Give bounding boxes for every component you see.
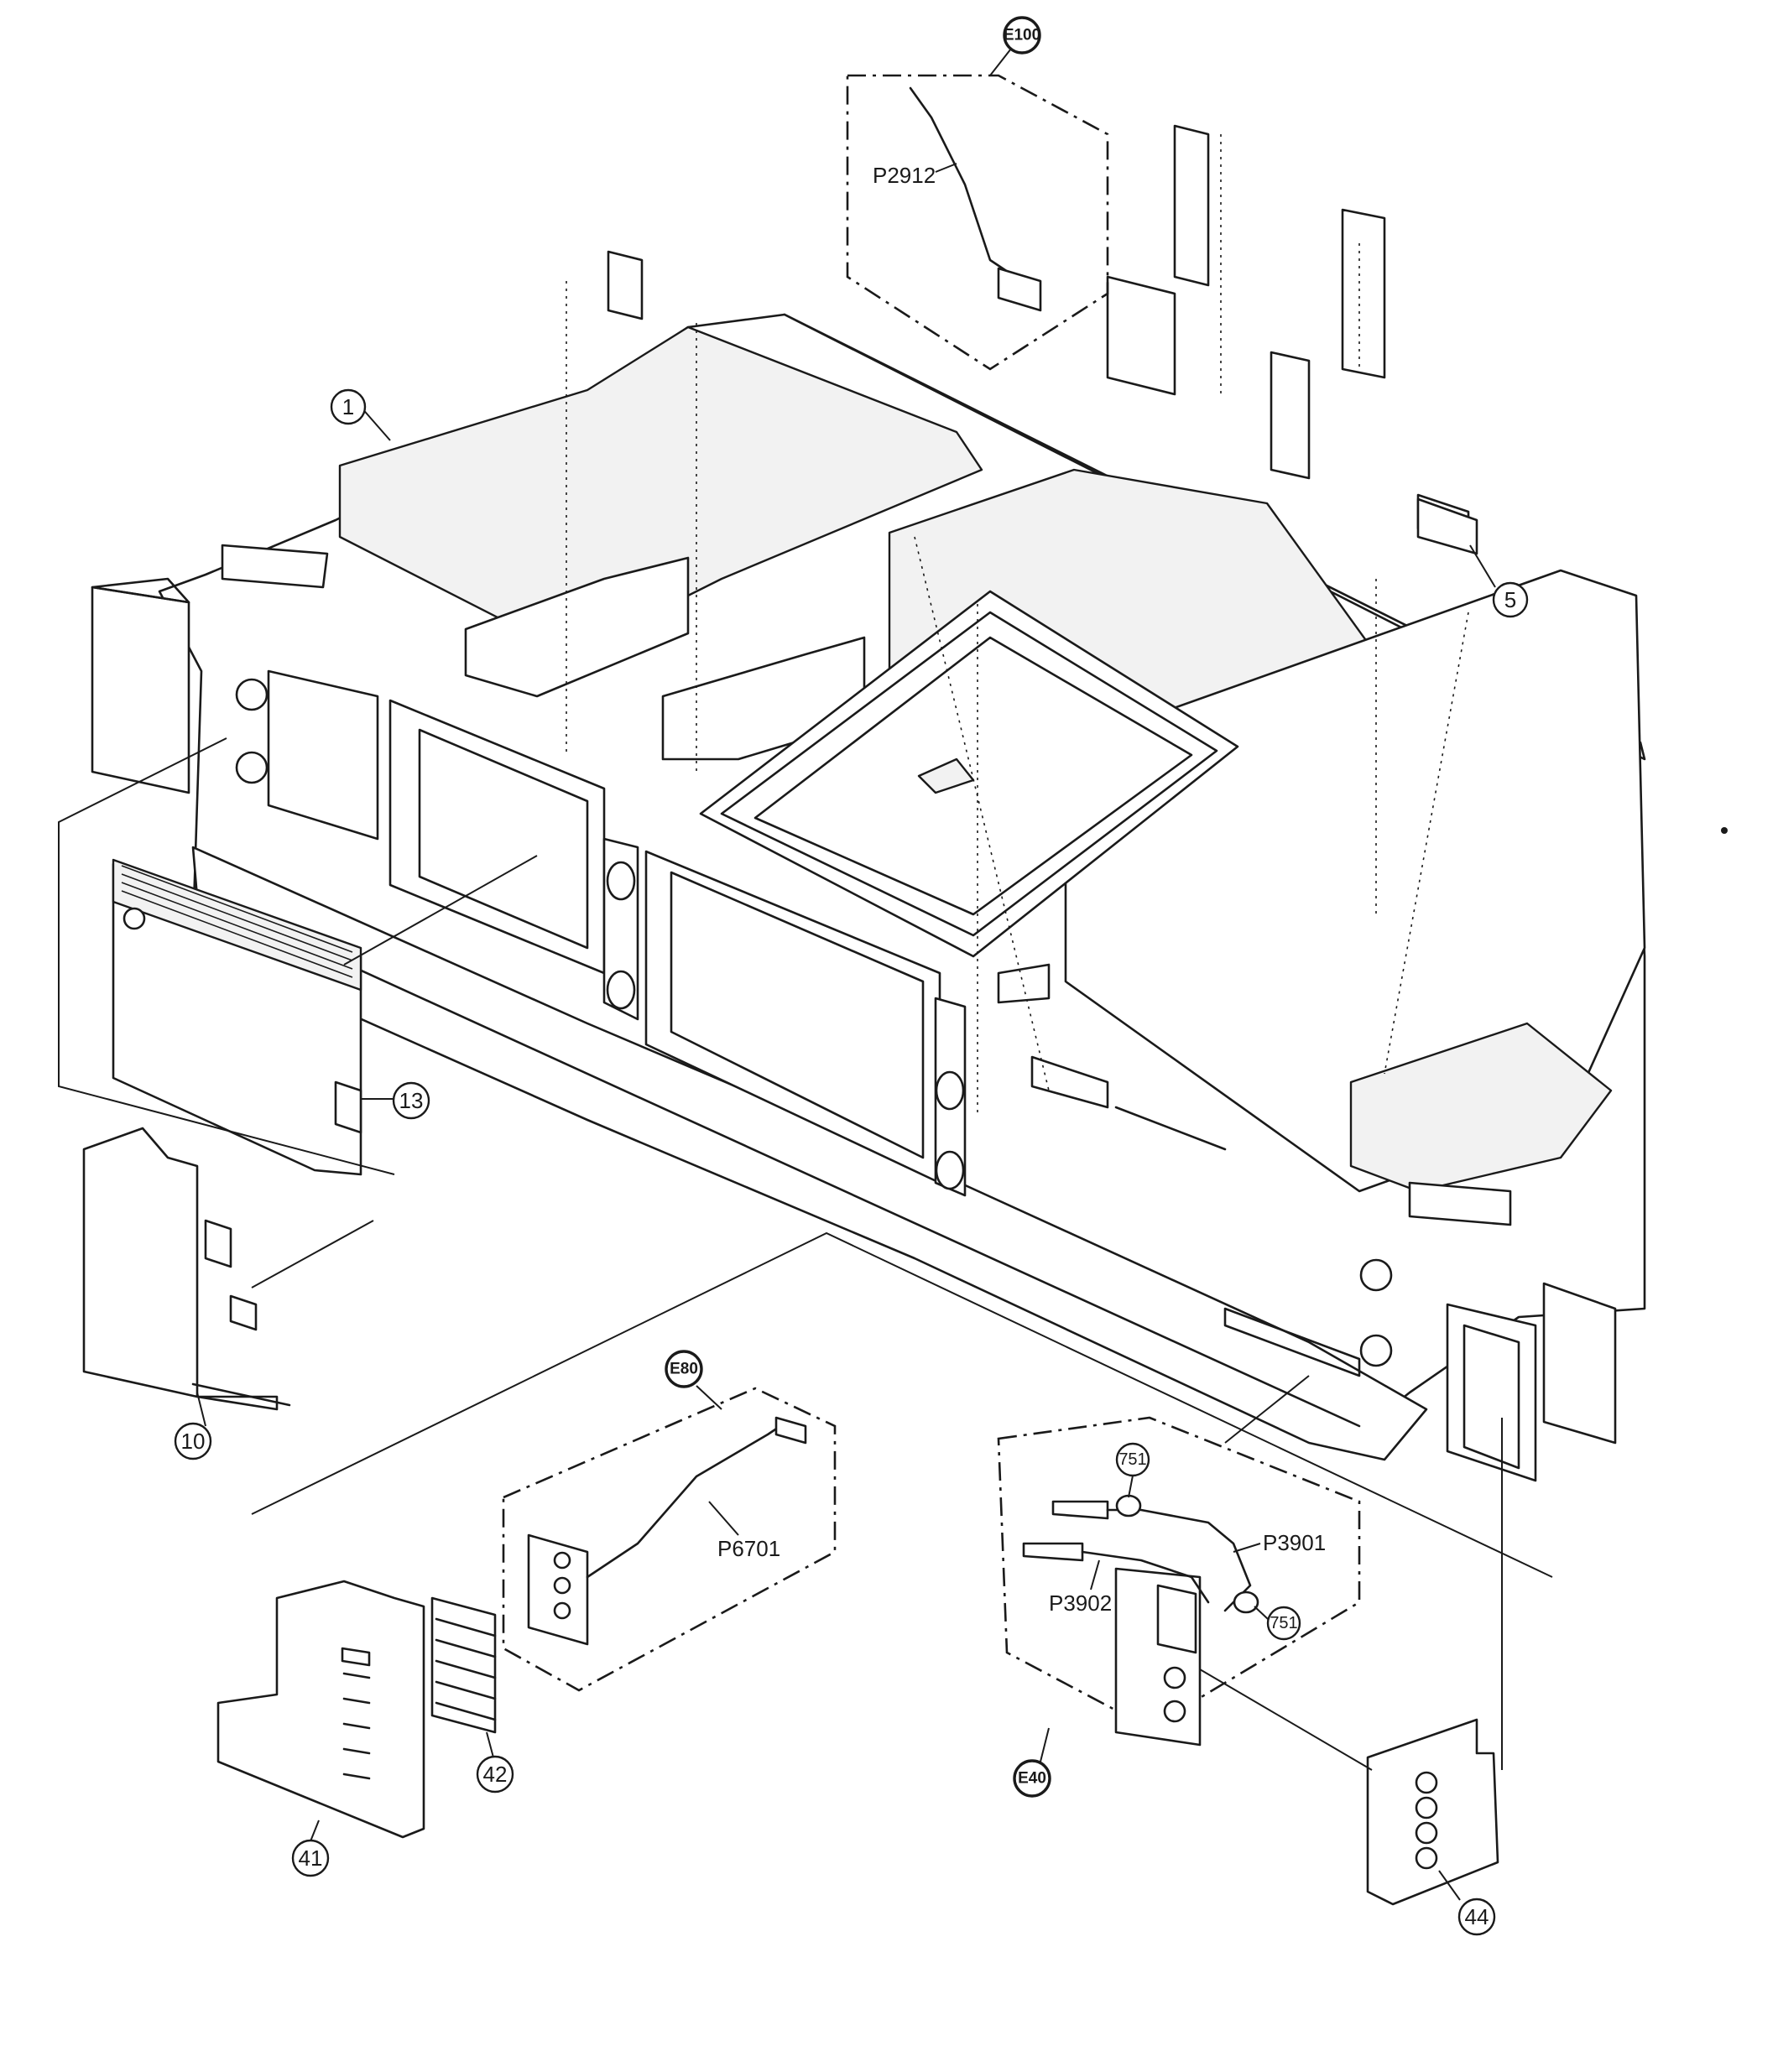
label-p3902: P3902 [1049,1590,1112,1616]
rear-bracket-44 [1199,1669,1499,1906]
tag-e80: E80 [665,1350,703,1388]
button-strip-42 [430,1596,497,1758]
callout-5: 5 [1492,581,1529,618]
svg-text:44: 44 [1465,1904,1489,1929]
label-p6701: P6701 [717,1536,780,1561]
small-bracket-5 [1416,497,1496,588]
svg-text:1: 1 [342,394,354,419]
side-panel-10 [82,1127,291,1427]
svg-text:5: 5 [1504,587,1516,612]
callout-44: 44 [1457,1898,1496,1936]
tag-e100: E100 [1003,16,1041,55]
callout-751-bottom: 751 [1266,1606,1301,1641]
svg-text:751: 751 [1118,1450,1146,1469]
svg-text:751: 751 [1270,1614,1297,1632]
e40-board-group [997,1416,1361,1762]
main-cabinet-frame [91,313,1646,1482]
callout-10: 10 [174,1422,212,1460]
front-grille-13 [112,858,393,1176]
assembly-lines [58,612,1553,1770]
svg-text:E80: E80 [670,1361,698,1378]
svg-text:13: 13 [399,1088,424,1113]
callout-1: 1 [330,388,367,425]
callout-751-top: 751 [1115,1442,1150,1477]
label-p3901: P3901 [1263,1530,1326,1555]
callout-41: 41 [291,1839,330,1877]
callout-42: 42 [476,1755,514,1793]
svg-text:41: 41 [299,1846,323,1871]
svg-text:42: 42 [483,1762,508,1787]
scan-mark [1721,827,1728,834]
leader-part-1 [360,406,391,441]
svg-text:10: 10 [181,1429,206,1454]
svg-text:E40: E40 [1018,1770,1046,1788]
callout-13: 13 [392,1081,430,1120]
label-p2912: P2912 [873,163,936,188]
svg-text:E100: E100 [1004,27,1040,44]
e100-board-group [846,48,1109,371]
tag-e40: E40 [1013,1759,1051,1798]
e80-board-group [502,1385,837,1692]
front-cover-41 [216,1580,425,1842]
